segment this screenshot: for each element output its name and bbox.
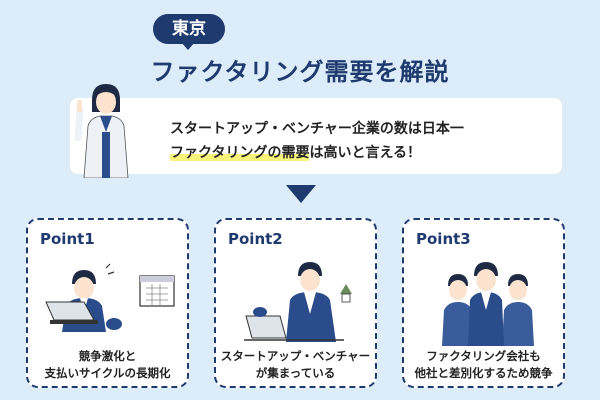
- point-title: Point1: [40, 230, 95, 248]
- point-caption-line-1: スタートアップ・ベンチャー: [220, 349, 371, 363]
- business-team-illustration: [442, 262, 534, 346]
- speech-highlight: ファクタリングの需要: [170, 145, 310, 161]
- speech-box: スタートアップ・ベンチャー企業の数は日本一 ファクタリングの需要は高いと言える！: [70, 98, 562, 174]
- point-card-1: Point1 競争激化と 支払いサイクルの長期化: [26, 218, 189, 388]
- point-caption-line-1: ファクタリング会社も: [426, 349, 541, 363]
- startup-man-illustration: [244, 262, 352, 342]
- point-caption-line-2: 他社と差別化するため競争: [414, 366, 553, 380]
- tag-pointer: [181, 42, 195, 50]
- point-caption-line-2: が集まっている: [255, 366, 336, 380]
- point-card-3: Point3 ファクタリング会社も 他社と差別化するため競争: [402, 218, 565, 388]
- presenter-woman-illustration: [74, 84, 129, 178]
- businessman-laptop-illustration: [45, 263, 175, 332]
- point-title: Point2: [228, 230, 283, 248]
- point-caption-line-2: 支払いサイクルの長期化: [44, 366, 171, 380]
- speech-line-2: ファクタリングの需要は高いと言える！: [170, 142, 421, 162]
- speech-line-1: スタートアップ・ベンチャー企業の数は日本一: [170, 121, 464, 137]
- down-arrow: [286, 185, 316, 203]
- page-title: ファクタリング需要を解説: [150, 58, 450, 86]
- point-card-2: Point2 スタートアップ・ベンチャー が集まっている: [214, 218, 377, 388]
- speech-rest: は高いと言える！: [309, 145, 422, 161]
- point-caption-line-1: 競争激化と: [78, 349, 137, 363]
- location-tag: 東京: [153, 14, 225, 44]
- point-title: Point3: [416, 230, 471, 248]
